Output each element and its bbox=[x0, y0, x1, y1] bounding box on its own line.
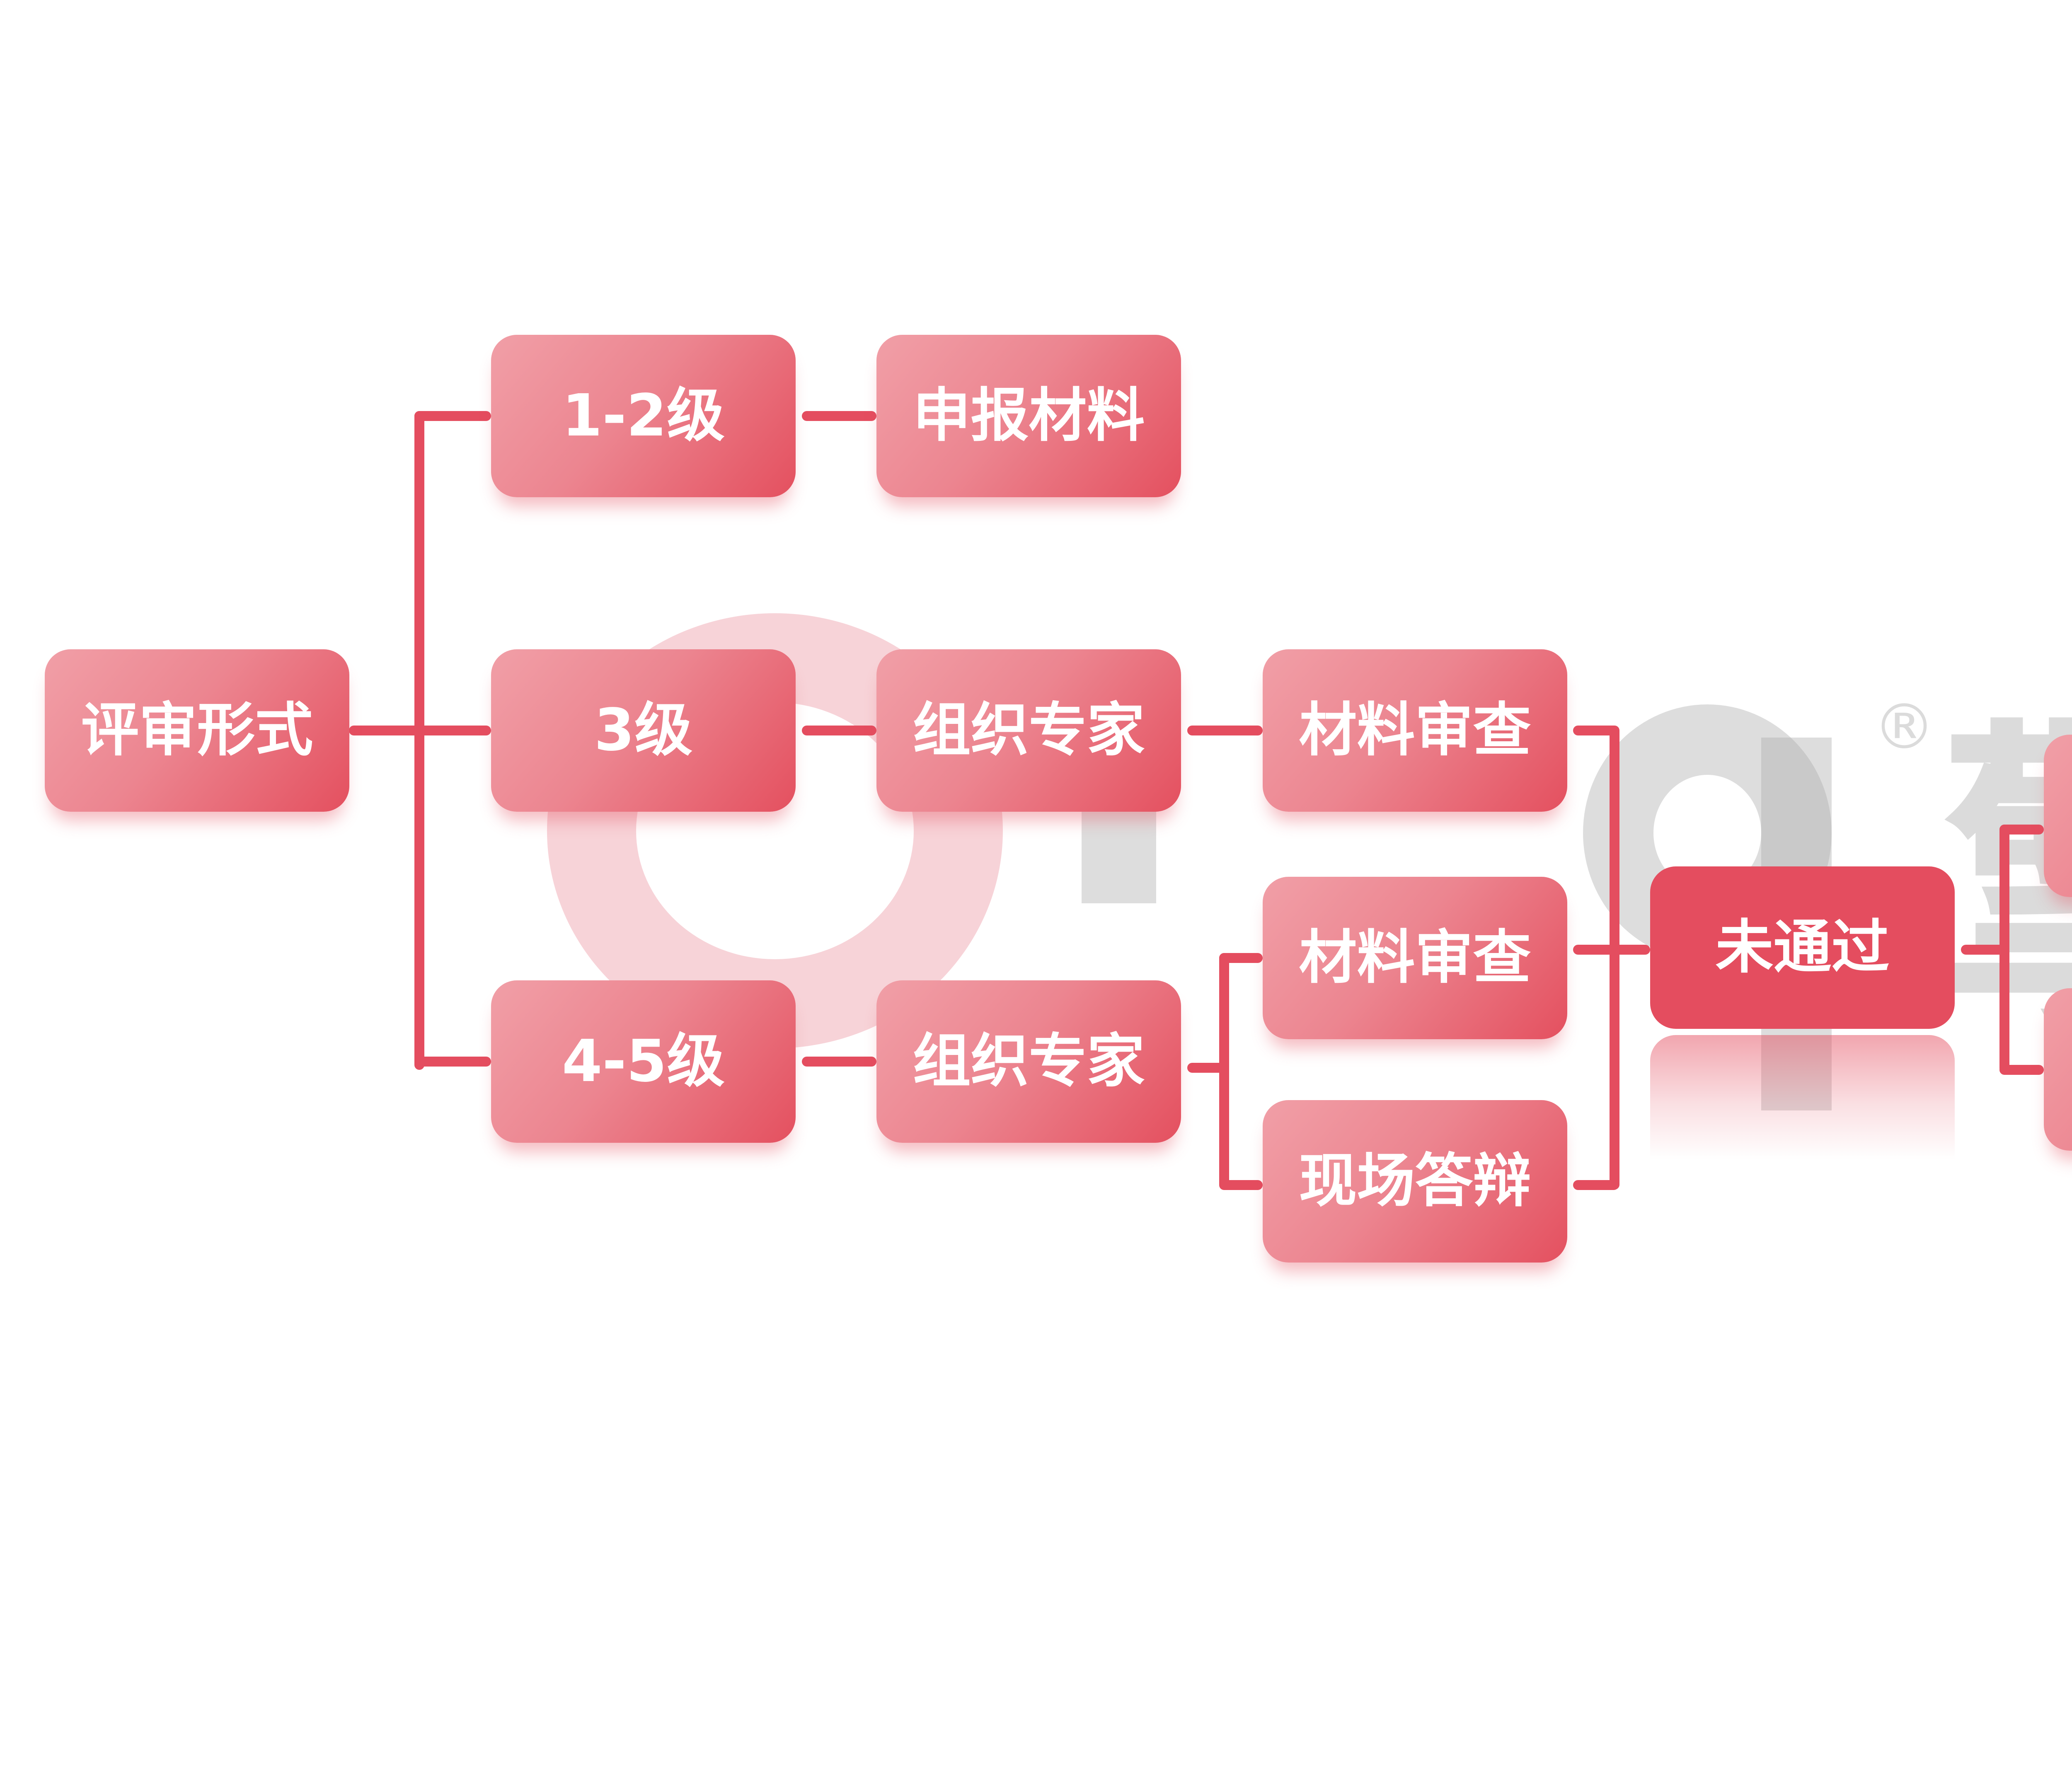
node-failed-reflection bbox=[1650, 1035, 1955, 1159]
connector-to-three-month bbox=[1999, 825, 2044, 835]
node-label: 4-5级 bbox=[562, 1028, 725, 1095]
node-label: 未通过 bbox=[1715, 914, 1890, 981]
node-label: 组织专家 bbox=[913, 1028, 1145, 1095]
connector-to-defense bbox=[1219, 1180, 1263, 1190]
node-material-review-1: 材料审查 bbox=[1263, 649, 1567, 812]
connector-to-lvl12 bbox=[414, 411, 491, 421]
connector-lvl3-experts bbox=[802, 726, 876, 735]
node-label: 申报材料 bbox=[913, 382, 1145, 450]
node-label: 1-2级 bbox=[562, 382, 725, 450]
node-level-3: 3级 bbox=[491, 649, 796, 812]
connector-root-out bbox=[349, 726, 424, 735]
node-label: 组织专家 bbox=[913, 697, 1145, 764]
node-label: 材料审查 bbox=[1299, 697, 1531, 764]
connector-experts2-bracket bbox=[1219, 953, 1229, 1189]
watermark-registered-mark: ® bbox=[1873, 691, 1935, 763]
node-organize-experts-2: 组织专家 bbox=[876, 980, 1181, 1143]
node-failed: 未通过 bbox=[1650, 866, 1955, 1029]
node-apply-materials: 申报材料 bbox=[876, 335, 1181, 497]
connector-to-lvl45 bbox=[414, 1057, 491, 1067]
connector-to-review2 bbox=[1219, 953, 1263, 963]
connector-to-downgrade-a bbox=[1999, 1065, 2044, 1075]
node-onsite-defense: 现场答辩 bbox=[1263, 1100, 1567, 1263]
node-three-month-rectify: 三个月 整改 bbox=[2044, 735, 2072, 897]
connector-failed-branch bbox=[1999, 825, 2009, 1073]
connector-lvl12-apply bbox=[802, 411, 876, 421]
node-organize-experts-1: 组织专家 bbox=[876, 649, 1181, 812]
node-downgrade-a: 降级 bbox=[2044, 988, 2072, 1151]
connector-lvl45-experts bbox=[802, 1057, 876, 1067]
connector-failed-bracket bbox=[1610, 726, 1619, 1190]
node-label: 材料审查 bbox=[1299, 924, 1531, 992]
node-review-format-root: 评审形式 bbox=[45, 649, 349, 812]
node-label: 评审形式 bbox=[81, 697, 313, 764]
connector-to-lvl3 bbox=[414, 726, 491, 735]
node-level-4-5: 4-5级 bbox=[491, 980, 796, 1143]
node-material-review-2: 材料审查 bbox=[1263, 877, 1567, 1039]
node-label: 现场答辩 bbox=[1299, 1147, 1531, 1215]
connector-level-trunk bbox=[414, 411, 424, 1070]
connector-experts1-review1 bbox=[1187, 726, 1263, 735]
node-label: 3级 bbox=[594, 697, 693, 764]
node-level-1-2: 1-2级 bbox=[491, 335, 796, 497]
